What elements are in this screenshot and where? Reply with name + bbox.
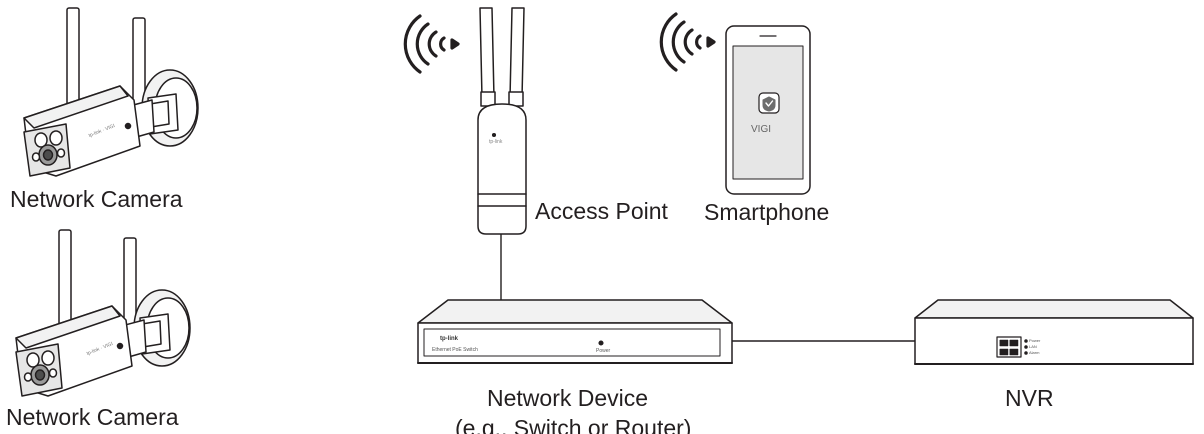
- nvr: [914, 299, 1194, 365]
- network-camera-1: [23, 7, 199, 177]
- network-camera-2: [15, 229, 191, 397]
- smartphone: [725, 25, 811, 195]
- network-device-label: Network Device: [487, 385, 649, 411]
- wifi-signal-icon: [659, 12, 716, 72]
- app-name: VIGI: [751, 124, 772, 135]
- ap-brand-mark: tp-link: [489, 139, 503, 145]
- network-device-sublabel: (e.g., Switch or Router): [455, 415, 692, 434]
- nvr-label: NVR: [1005, 385, 1054, 411]
- smartphone-label: Smartphone: [704, 199, 830, 225]
- network-switch: [417, 299, 733, 364]
- nvr-led-label: LAN: [1029, 344, 1037, 349]
- switch-brand-mark: tp-link: [440, 336, 458, 342]
- nvr-led-label: Power: [1029, 338, 1041, 343]
- camera-1-label: Network Camera: [10, 186, 183, 212]
- camera-2-label: Network Camera: [6, 404, 179, 430]
- switch-power-text: Power: [596, 348, 611, 354]
- nvr-led-label: Alarm: [1029, 350, 1040, 355]
- access-point: [477, 7, 527, 235]
- access-point-label: Access Point: [535, 198, 668, 224]
- switch-model-text: Ethernet PoE Switch: [432, 347, 478, 353]
- wifi-signal-icon: [403, 14, 460, 74]
- vigi-app-icon: [758, 92, 780, 114]
